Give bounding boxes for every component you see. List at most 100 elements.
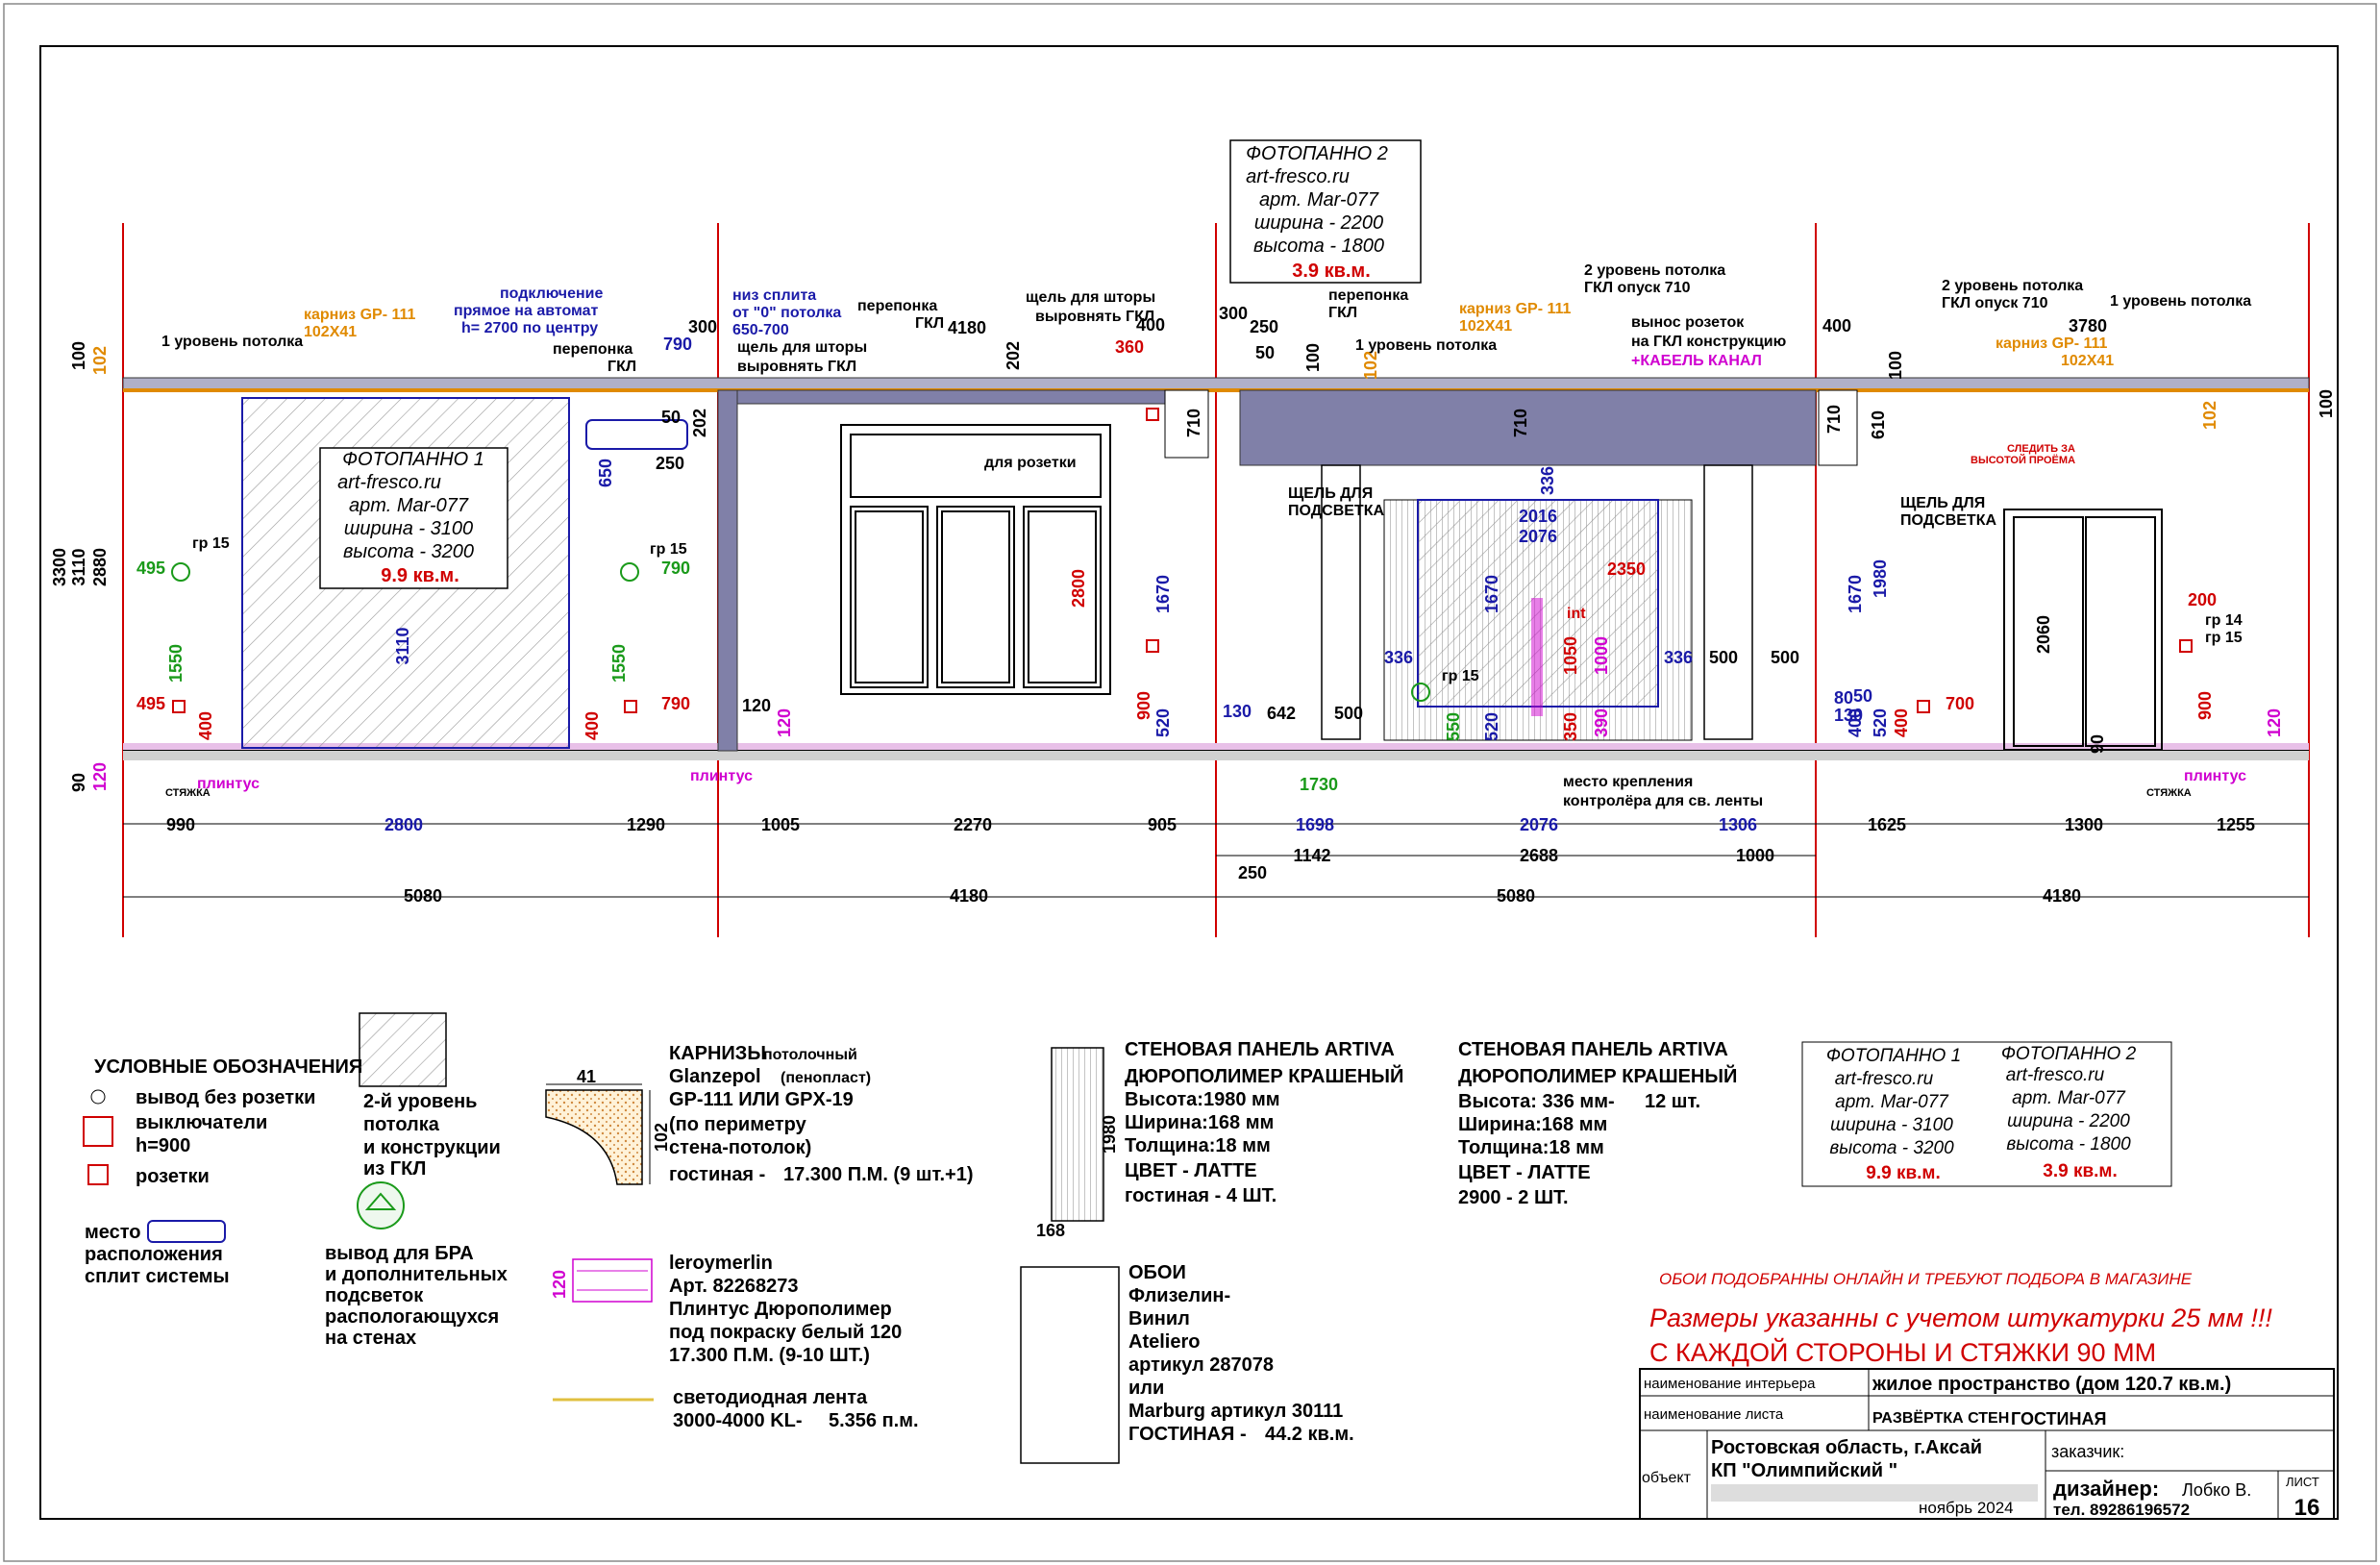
bra-lamp-icon xyxy=(357,1181,405,1230)
svg-text:790: 790 xyxy=(663,335,692,354)
svg-text:1730: 1730 xyxy=(1300,775,1338,794)
gap-curtain-1b: выровнять ГКЛ xyxy=(737,359,856,375)
svg-text:642: 642 xyxy=(1267,704,1296,723)
mount-1: место крепления xyxy=(1563,774,1693,790)
svg-text:объект: объект xyxy=(1642,1470,1692,1486)
svg-text:650: 650 xyxy=(596,459,615,487)
connect-line3: h= 2700 по центру xyxy=(461,320,598,336)
wall-panel-b-spec: СТЕНОВАЯ ПАНЕЛЬ ARTIVA ДЮРОПОЛИМЕР КРАШЕ… xyxy=(1458,1039,1737,1208)
svg-text:80: 80 xyxy=(1834,688,1853,708)
svg-text:art-fresco.ru: art-fresco.ru xyxy=(2006,1065,2105,1085)
svg-text:1005: 1005 xyxy=(761,815,800,834)
svg-text:390: 390 xyxy=(1592,708,1611,737)
pp1-height: высота - 3200 xyxy=(343,541,474,562)
svg-text:120: 120 xyxy=(775,708,794,737)
blurred-address xyxy=(1711,1484,2038,1502)
svg-text:3000-4000 KL-: 3000-4000 KL- xyxy=(673,1410,803,1431)
svg-text:4180: 4180 xyxy=(2043,886,2081,906)
wall-panel-right xyxy=(1703,464,1753,740)
svg-text:336: 336 xyxy=(1664,648,1693,667)
svg-text:4180: 4180 xyxy=(948,318,986,337)
svg-text:250: 250 xyxy=(656,454,684,473)
cornice-label-1: карниз GP- 111 xyxy=(304,307,416,323)
gap-light-2a: ЩЕЛЬ ДЛЯ xyxy=(1900,495,1985,511)
inner-frame xyxy=(39,45,2339,1520)
ceiling1-label-2: 1 уровень потолка xyxy=(1355,337,1497,354)
svg-text:500: 500 xyxy=(1771,648,1799,667)
svg-text:1670: 1670 xyxy=(1846,575,1865,613)
ceiling1-label-1: 1 уровень потолка xyxy=(161,334,303,350)
svg-text:ноябрь 2024: ноябрь 2024 xyxy=(1919,1499,2014,1517)
ceiling2-right-2: ГКЛ опуск 710 xyxy=(1942,295,2048,311)
svg-text:Толщина:18 мм: Толщина:18 мм xyxy=(1125,1135,1271,1156)
svg-text:102: 102 xyxy=(1361,351,1380,380)
svg-text:ДЮРОПОЛИМЕР КРАШЕНЫЙ: ДЮРОПОЛИМЕР КРАШЕНЫЙ xyxy=(1458,1064,1737,1087)
pp1-width: ширина - 3100 xyxy=(344,518,473,539)
legend-bra2: и дополнительных xyxy=(325,1264,508,1285)
legend-level2b: потолка xyxy=(363,1114,440,1135)
screed-label-1: СТЯЖКА xyxy=(165,787,211,799)
int-label: int xyxy=(1567,606,1586,622)
legend-item2a: выключатели xyxy=(136,1112,267,1133)
svg-text:СТЕНОВАЯ ПАНЕЛЬ ARTIVA: СТЕНОВАЯ ПАНЕЛЬ ARTIVA xyxy=(1458,1039,1728,1060)
gkl-label-1: ГКЛ xyxy=(607,359,636,375)
svg-text:арт. Mar-077: арт. Mar-077 xyxy=(2012,1088,2126,1108)
svg-text:ЛИСТ: ЛИСТ xyxy=(2286,1475,2319,1489)
svg-text:Лобко В.: Лобко В. xyxy=(2182,1480,2251,1500)
legend-level2a: 2-й уровень xyxy=(363,1091,477,1112)
svg-text:400: 400 xyxy=(196,711,215,740)
svg-text:400: 400 xyxy=(1136,315,1165,335)
svg-text:2076: 2076 xyxy=(1520,815,1558,834)
svg-text:С КАЖДОЙ СТОРОНЫ И СТЯЖКИ 90: С КАЖДОЙ СТОРОНЫ И СТЯЖКИ 90 ММ xyxy=(1649,1337,2156,1367)
window xyxy=(840,424,1111,695)
legend-title: УСЛОВНЫЕ ОБОЗНАЧЕНИЯ xyxy=(94,1056,362,1078)
wallpaper-spec: ОБОИ Флизелин- Винил Ateliero артикул 28… xyxy=(1020,1262,1354,1464)
svg-text:710: 710 xyxy=(1184,409,1203,437)
svg-text:Ateliero: Ateliero xyxy=(1128,1331,1200,1353)
for-socket-label: для розетки xyxy=(984,455,1077,471)
pp2-area: 3.9 кв.м. xyxy=(1292,261,1371,282)
svg-text:100: 100 xyxy=(1303,343,1323,372)
svg-text:16: 16 xyxy=(2294,1495,2320,1521)
svg-text:250: 250 xyxy=(1250,317,1278,336)
svg-text:495: 495 xyxy=(136,694,165,713)
svg-text:1050: 1050 xyxy=(1561,636,1580,675)
gap-curtain-2a: щель для шторы xyxy=(1026,289,1155,306)
svg-text:1290: 1290 xyxy=(627,815,665,834)
svg-text:400: 400 xyxy=(1822,316,1851,335)
pp1-area: 9.9 кв.м. xyxy=(381,565,459,586)
dims-row-3: 5080 4180 5080 4180 xyxy=(404,886,2081,906)
svg-text:высота - 1800: высота - 1800 xyxy=(2006,1134,2131,1155)
ceiling-band xyxy=(122,377,2310,392)
svg-text:50: 50 xyxy=(661,408,681,427)
connect-line2: прямое на автомат xyxy=(454,303,599,319)
svg-text:1550: 1550 xyxy=(166,644,186,683)
pp1-art: арт. Mar-077 xyxy=(349,495,469,516)
cornice-profile-icon xyxy=(545,1089,643,1185)
svg-text:Marburg артикул 30111: Marburg артикул 30111 xyxy=(1128,1401,1343,1422)
svg-text:2800: 2800 xyxy=(1069,569,1088,608)
ceiling2-line1: 2 уровень потолка xyxy=(1584,262,1725,279)
photopanel-legend: ФОТОПАННО 1 art-fresco.ru арт. Mar-077 ш… xyxy=(1801,1041,2172,1187)
gr15-3: гр 15 xyxy=(1442,668,1479,684)
gkl-box-left xyxy=(722,389,1209,405)
title-block: наименование интерьера жилое пространств… xyxy=(1639,1368,2335,1521)
follow-2: ВЫСОТОЙ ПРОЁМА xyxy=(1971,454,2075,466)
pp2-height: высота - 1800 xyxy=(1253,236,1384,257)
svg-text:арт. Mar-077: арт. Mar-077 xyxy=(1835,1092,1949,1112)
legend-level2c: и конструкции xyxy=(363,1137,501,1158)
svg-text:заказчик:: заказчик: xyxy=(2051,1442,2124,1461)
svg-text:leroymerlin: leroymerlin xyxy=(669,1253,773,1274)
pp2-site: art-fresco.ru xyxy=(1246,166,1350,187)
outer-frame xyxy=(3,3,2377,1562)
split-location-icon xyxy=(147,1220,226,1243)
dims-vertical: 3300 3110 2880 100 102 90 120 495 495 15… xyxy=(50,304,2336,792)
legend-bra1: вывод для БРА xyxy=(325,1243,474,1264)
svg-text:1698: 1698 xyxy=(1296,815,1334,834)
wallpaper-swatch xyxy=(1020,1266,1120,1464)
legend: УСЛОВНЫЕ ОБОЗНАЧЕНИЯ вывод без розетки в… xyxy=(83,1012,508,1349)
gap-light-1a: ЩЕЛЬ ДЛЯ xyxy=(1288,485,1373,502)
bra-outlets xyxy=(171,562,1430,702)
gkl-label-3: ГКЛ xyxy=(1328,305,1357,321)
screed-label-2: СТЯЖКА xyxy=(2146,787,2192,799)
